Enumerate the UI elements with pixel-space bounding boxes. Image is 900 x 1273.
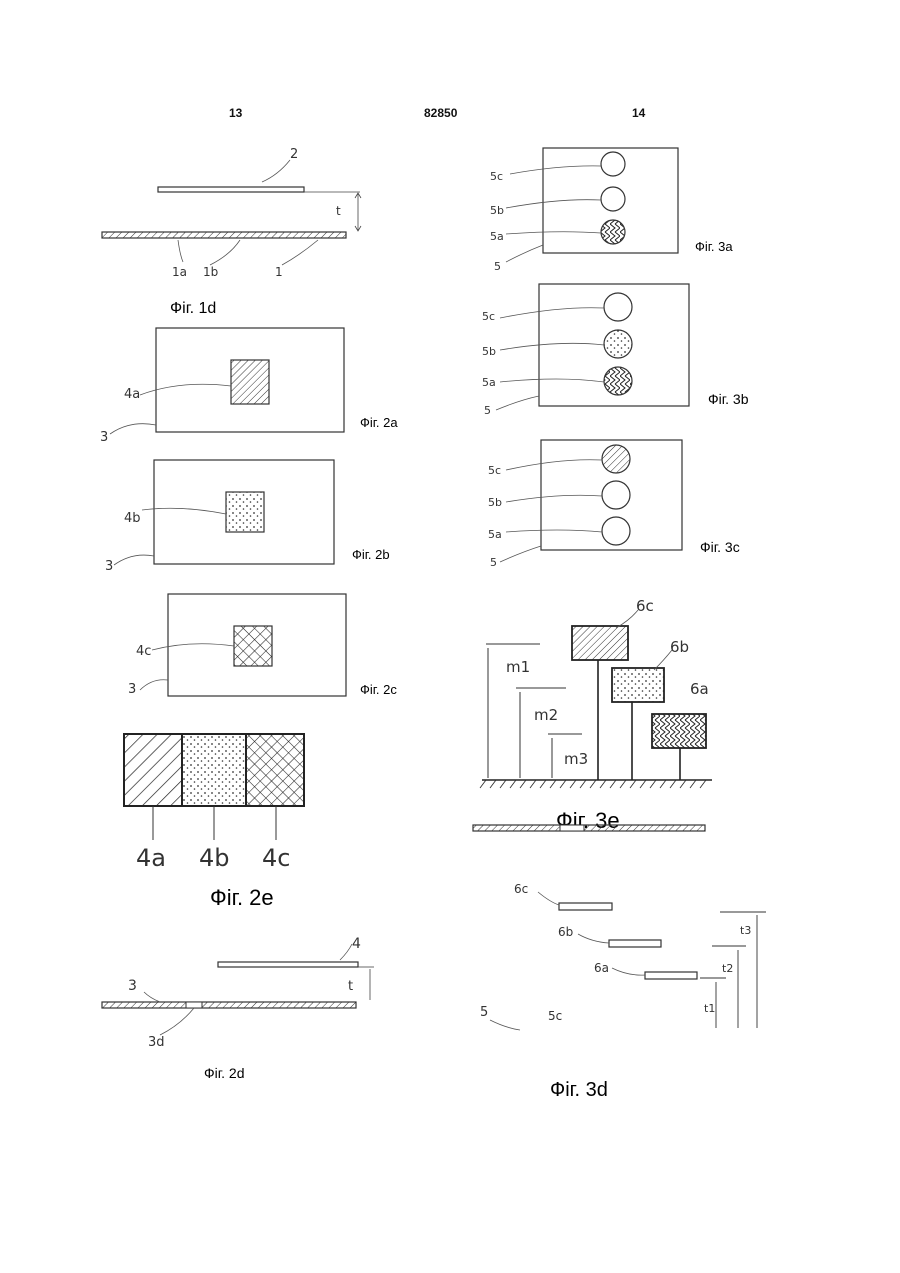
spot-5b: [604, 330, 632, 358]
caption-fig-3c: Фіг. 3c: [700, 539, 740, 555]
label-6c: 6c: [636, 597, 654, 615]
caption-fig-2a: Фіг. 2a: [360, 415, 398, 430]
block-6b: [612, 668, 664, 702]
spot-5c: [601, 152, 625, 176]
label-t: t: [336, 204, 341, 218]
spot-5a: [601, 220, 625, 244]
spot-5b: [601, 187, 625, 211]
figure-2d: 4 t 3 3d Фіг. 2d: [102, 936, 374, 1081]
label-5c: 5c: [490, 170, 503, 183]
block-6a: [652, 714, 706, 748]
block-6c: [572, 626, 628, 660]
label-5b: 5b: [488, 496, 502, 509]
plate-1: [102, 232, 346, 238]
label-4a: 4a: [136, 844, 166, 872]
label-4a: 4a: [124, 387, 140, 402]
label-m3: m3: [564, 750, 588, 768]
label-m1: m1: [506, 658, 530, 676]
label-t2: t2: [722, 962, 733, 975]
label-t1: t1: [704, 1002, 715, 1015]
label-3: 3: [128, 682, 136, 697]
pad-4b: [226, 492, 264, 532]
figure-2a: 4a 3 Фіг. 2a: [100, 328, 398, 445]
spot-5c: [602, 445, 630, 473]
figure-1d: 2 t 1a 1b 1 Фіг. 1d: [102, 147, 361, 317]
label-5: 5: [480, 1005, 488, 1020]
figure-2c: 4c 3 Фіг. 2c: [128, 594, 397, 697]
label-t: t: [348, 979, 353, 994]
label-5c: 5c: [482, 310, 495, 323]
label-1b: 1b: [203, 265, 218, 279]
label-5a: 5a: [490, 230, 504, 243]
label-5b: 5b: [482, 345, 496, 358]
label-3: 3: [128, 978, 137, 994]
plate-2: [158, 187, 304, 192]
label-4c: 4c: [136, 644, 151, 659]
label-4c: 4c: [262, 844, 290, 872]
spot-5c: [560, 825, 584, 831]
plate-6b: [609, 940, 661, 947]
figure-2e: 4a 4b 4c Фіг. 2e: [124, 734, 304, 910]
label-m2: m2: [534, 706, 558, 724]
caption-fig-2d: Фіг. 2d: [204, 1065, 245, 1081]
pad-4c: [234, 626, 272, 666]
label-5: 5: [490, 556, 497, 569]
label-2: 2: [290, 147, 298, 162]
spot-5a: [604, 367, 632, 395]
label-6b: 6b: [558, 925, 573, 939]
label-6a: 6a: [690, 680, 709, 698]
label-5c: 5c: [488, 464, 501, 477]
spot-5c: [604, 293, 632, 321]
label-5a: 5a: [488, 528, 502, 541]
label-3: 3: [105, 559, 113, 574]
plate-5: [473, 825, 705, 831]
label-6b: 6b: [670, 638, 689, 656]
swatch-4c: [246, 734, 304, 806]
caption-fig-2c: Фіг. 2c: [360, 682, 397, 697]
caption-fig-2b: Фіг. 2b: [352, 547, 390, 562]
label-4: 4: [352, 936, 361, 952]
figure-3d: 6c 6b 6a 5 5c t3 t2 t1 Фіг. 3d: [473, 825, 766, 1101]
label-6a: 6a: [594, 961, 609, 975]
figure-2b: 4b 3 Фіг. 2b: [105, 460, 390, 574]
label-1: 1: [275, 265, 283, 279]
label-5: 5: [484, 404, 491, 417]
label-3: 3: [100, 430, 108, 445]
label-6c: 6c: [514, 882, 528, 896]
label-3d: 3d: [148, 1035, 165, 1050]
figure-3e: 6c 6b 6a m1 m2 m3 Фіг. 3e: [480, 597, 712, 833]
spot-5b: [602, 481, 630, 509]
plate-4: [218, 962, 358, 967]
plate-6a: [645, 972, 697, 979]
label-4b: 4b: [199, 844, 230, 872]
caption-fig-3b: Фіг. 3b: [708, 391, 749, 407]
caption-fig-2e: Фіг. 2e: [210, 885, 274, 910]
label-5a: 5a: [482, 376, 496, 389]
pad-4a: [231, 360, 269, 404]
figure-3b: 5c 5b 5a 5 Фіг. 3b: [482, 284, 749, 417]
plate-6c: [559, 903, 612, 910]
figure-3a: 5c 5b 5a 5 Фіг. 3a: [490, 148, 733, 273]
spot-5a: [602, 517, 630, 545]
label-1a: 1a: [172, 265, 187, 279]
label-t3: t3: [740, 924, 751, 937]
caption-fig-1d: Фіг. 1d: [170, 300, 216, 317]
caption-fig-3a: Фіг. 3a: [695, 239, 733, 254]
figure-3c: 5c 5b 5a 5 Фіг. 3c: [488, 440, 740, 569]
label-4b: 4b: [124, 511, 141, 526]
caption-fig-3d: Фіг. 3d: [550, 1079, 608, 1101]
label-5c: 5c: [548, 1009, 562, 1023]
label-5b: 5b: [490, 204, 504, 217]
label-5: 5: [494, 260, 501, 273]
spot-3d: [186, 1002, 202, 1008]
swatch-4a: [124, 734, 182, 806]
plate-3: [102, 1002, 356, 1008]
swatch-4b: [182, 734, 246, 806]
